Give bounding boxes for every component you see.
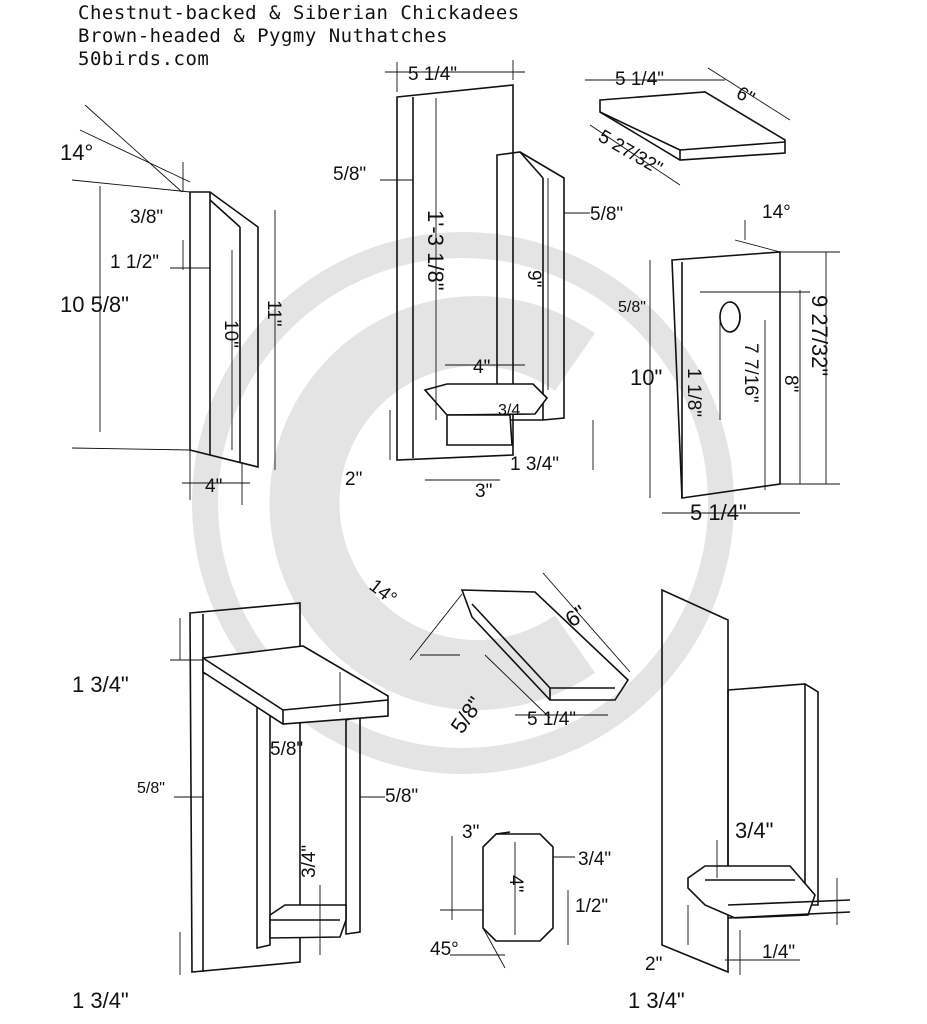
title-block: Chestnut-backed & Siberian Chickadees Br… bbox=[78, 2, 520, 71]
back-panel-view: 5 1/4" 5/8" 5/8" 1'-3 1/8" 9" 4" 3/4 2" … bbox=[333, 60, 623, 502]
title-line-species-2: Brown-headed & Pygmy Nuthatches bbox=[78, 25, 449, 47]
roof-plan-view: 5 1/4" 6" 5 27/32" bbox=[585, 67, 791, 186]
back-floor-depth-label: 3" bbox=[475, 481, 492, 502]
assembly-right-floor-thickness-label: 3/4" bbox=[735, 818, 773, 843]
assembly-right-view: 3/4" 2" 1/4" 1 3/4" bbox=[628, 588, 851, 1013]
front-panel-view: 14° 5/8" 10" 1 1/8" 7 7/16" 8" 9 27/32" … bbox=[618, 202, 840, 525]
floor-corner-label: 1/2" bbox=[575, 896, 608, 917]
front-height-left-label: 10" bbox=[630, 365, 662, 390]
assembly-floor-thickness-label: 3/4" bbox=[299, 845, 320, 878]
side-height-mid-label: 10" bbox=[220, 320, 241, 348]
side-offset-label: 1 1/2" bbox=[110, 252, 159, 273]
side-panel-view: 14° 3/8" 1 1/2" 10 5/8" 10" 11" 4" bbox=[60, 104, 284, 505]
back-thickness-right-label: 5/8" bbox=[590, 204, 623, 225]
assembly-roof-thickness-label: 5/8" bbox=[270, 739, 303, 760]
assembly-right-bottom-height-label: 1 3/4" bbox=[628, 988, 685, 1013]
side-height-short-label: 10 5/8" bbox=[60, 292, 129, 317]
back-height-label: 1'-3 1/8" bbox=[423, 210, 448, 291]
assembly-right-bottom-offset-label: 2" bbox=[645, 954, 662, 975]
roof-iso-width-label: 5 1/4" bbox=[527, 709, 576, 730]
front-hole-center-label: 7 7/16" bbox=[740, 343, 761, 403]
back-right-offset-label: 1 3/4" bbox=[510, 454, 559, 475]
side-angle-label: 14° bbox=[60, 140, 93, 165]
assembly-top-offset-label: 1 3/4" bbox=[72, 672, 129, 697]
front-hole-offset-label: 5/8" bbox=[618, 299, 646, 316]
floor-thickness-label: 3/4" bbox=[578, 849, 611, 870]
side-height-tall-label: 11" bbox=[263, 300, 284, 326]
floor-piece-view: 3" 3/4" 4" 1/2" 45° bbox=[430, 822, 611, 969]
front-width-label: 5 1/4" bbox=[690, 500, 747, 525]
back-width-label: 5 1/4" bbox=[408, 64, 457, 85]
roof-iso-depth-label: 6" bbox=[561, 600, 592, 632]
roof-width-label: 5 1/4" bbox=[615, 69, 664, 90]
assembly-bottom-offset-label: 1 3/4" bbox=[72, 988, 129, 1013]
roof-back-width-label: 5 27/32" bbox=[595, 126, 666, 179]
assembly-left-view: 1 3/4" 5/8" 5/8" 5/8" 3/4" 1 3/4" bbox=[72, 602, 418, 1013]
front-height-right-label: 9 27/32" bbox=[807, 295, 832, 376]
front-angle-label: 14° bbox=[762, 202, 791, 223]
side-thickness-label: 3/8" bbox=[130, 207, 163, 228]
front-height-inner-label: 8" bbox=[780, 375, 801, 392]
floor-angle-label: 45° bbox=[430, 939, 459, 960]
title-line-species-1: Chestnut-backed & Siberian Chickadees bbox=[78, 2, 520, 24]
back-inner-height-label: 9" bbox=[523, 270, 544, 287]
assembly-right-gap-label: 1/4" bbox=[762, 942, 795, 963]
roof-depth-label: 6" bbox=[733, 83, 758, 110]
back-thickness-left-label: 5/8" bbox=[333, 164, 366, 185]
side-width-label: 4" bbox=[205, 476, 222, 497]
back-floor-thickness-label: 3/4 bbox=[498, 402, 520, 419]
floor-width-label: 3" bbox=[462, 822, 479, 843]
floor-height-label: 4" bbox=[505, 875, 526, 892]
assembly-left-thickness-label: 5/8" bbox=[137, 780, 165, 797]
back-bottom-offset-label: 2" bbox=[345, 469, 362, 490]
copyright-watermark bbox=[192, 232, 734, 774]
assembly-right-thickness-label: 5/8" bbox=[385, 786, 418, 807]
front-hole-height-label: 1 1/8" bbox=[683, 368, 704, 417]
back-floor-width-label: 4" bbox=[473, 357, 490, 378]
website-credit: 50birds.com bbox=[78, 48, 210, 70]
